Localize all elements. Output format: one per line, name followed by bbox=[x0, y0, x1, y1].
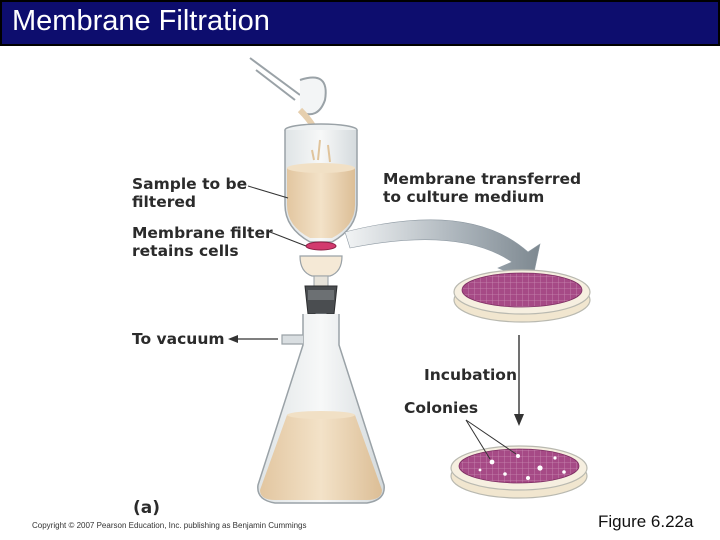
petri-dish-colonies bbox=[450, 419, 588, 499]
label-incubation: Incubation bbox=[424, 366, 517, 384]
colonies-leaders bbox=[465, 419, 517, 460]
sample-leader bbox=[247, 185, 289, 199]
label-sample-line2: filtered bbox=[132, 193, 196, 211]
label-to-vacuum: To vacuum bbox=[132, 330, 225, 348]
incubation-arrow bbox=[514, 335, 524, 426]
label-transfer-line2: to culture medium bbox=[383, 188, 545, 206]
petri-dish-membrane bbox=[453, 269, 591, 323]
label-membrane-filter: Membrane filter retains cells bbox=[132, 224, 273, 260]
label-membrane-line2: retains cells bbox=[132, 242, 239, 260]
membrane-filter bbox=[305, 241, 337, 251]
leader-lines bbox=[247, 185, 307, 247]
label-sample-line1: Sample to be bbox=[132, 175, 248, 193]
copyright-notice: Copyright © 2007 Pearson Education, Inc.… bbox=[32, 521, 307, 530]
panel-label: (a) bbox=[133, 498, 161, 518]
slide-title-bar: Membrane Filtration bbox=[0, 0, 720, 46]
vacuum-arrow bbox=[228, 335, 278, 343]
filter-funnel bbox=[284, 123, 358, 243]
vacuum-flask bbox=[257, 314, 385, 504]
label-sample: Sample to be filtered bbox=[132, 175, 247, 211]
figure-number: Figure 6.22a bbox=[598, 512, 694, 531]
label-membrane-transferred: Membrane transferred to culture medium bbox=[383, 170, 581, 206]
colony-dots bbox=[478, 454, 566, 480]
label-colonies: Colonies bbox=[404, 399, 479, 417]
membrane-leader bbox=[269, 231, 307, 247]
slide-title: Membrane Filtration bbox=[12, 5, 270, 37]
label-membrane-line1: Membrane filter bbox=[132, 224, 273, 242]
label-transfer-line1: Membrane transferred bbox=[383, 170, 582, 188]
